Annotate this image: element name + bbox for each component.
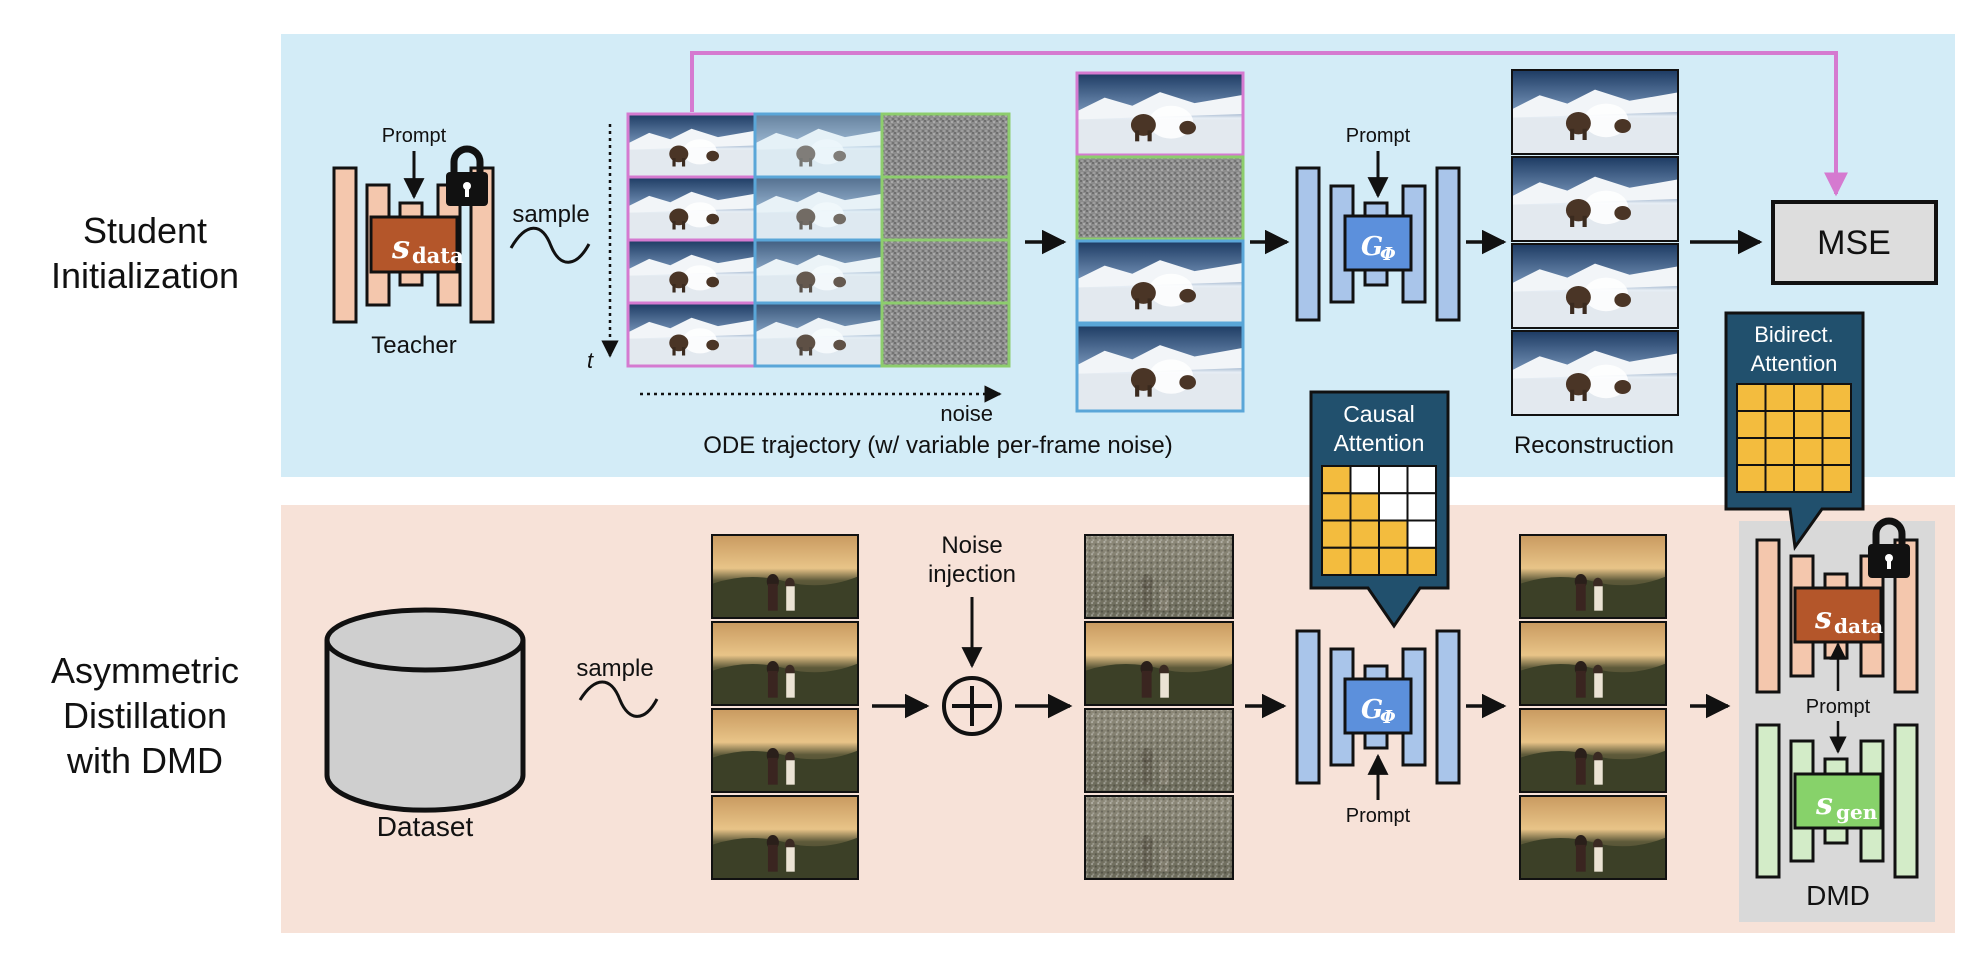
noise-injection-line1: Noise xyxy=(941,532,1002,559)
generator-top-prompt-label: Prompt xyxy=(1346,125,1411,147)
dmd-fake-symbol: s xyxy=(1815,787,1833,822)
lock-icon xyxy=(446,145,488,206)
ode-trajectory-grid xyxy=(626,112,1011,368)
generator-bottom: G Φ xyxy=(1295,629,1461,785)
teacher-model: s data xyxy=(332,166,495,324)
generator-top: G Φ xyxy=(1295,166,1461,322)
mse-label: MSE xyxy=(1817,224,1891,262)
teacher-symbol: s xyxy=(391,228,410,266)
reconstruction-label: Reconstruction xyxy=(1514,432,1674,459)
mixed-noise-frames xyxy=(1075,71,1245,413)
time-axis-label: t xyxy=(587,348,594,373)
generator-top-core xyxy=(1343,214,1413,272)
noise-axis-label: noise xyxy=(940,401,993,426)
section-label-asym-line3: with DMD xyxy=(66,740,223,781)
section-label-asym-line1: Asymmetric xyxy=(51,650,239,691)
dmd-prompt-label: Prompt xyxy=(1806,696,1871,718)
generator-top-sub: Φ xyxy=(1380,244,1396,265)
dmd-real-score-model: s data xyxy=(1755,538,1919,694)
bidirect-attention-line1: Bidirect. xyxy=(1754,322,1833,347)
section-label-student-line1: Student xyxy=(83,210,207,251)
bidirect-attention-mask xyxy=(1736,383,1852,493)
teacher-score-core xyxy=(369,215,459,274)
generator-bottom-sub: Φ xyxy=(1380,707,1396,728)
causal-attention-callout: Causal Attention xyxy=(1309,390,1450,629)
generator-top-symbol: G xyxy=(1361,232,1383,262)
sample-wave-icon xyxy=(509,226,591,264)
causal-attention-line1: Causal xyxy=(1343,401,1415,427)
dmd-fake-core xyxy=(1793,772,1883,830)
generator-bottom-symbol: G xyxy=(1361,695,1383,725)
section-label-student-line2: Initialization xyxy=(51,255,239,296)
ode-trajectory-caption: ODE trajectory (w/ variable per-frame no… xyxy=(703,432,1172,459)
teacher-sample-label: sample xyxy=(512,201,589,228)
generator-bottom-core xyxy=(1343,677,1413,735)
dmd-fake-score-model: s gen xyxy=(1755,723,1919,879)
bidirect-attention-callout: Bidirect. Attention xyxy=(1724,311,1865,551)
dataset-sample-label: sample xyxy=(576,655,653,682)
noisy-video-frames xyxy=(1084,534,1234,880)
teacher-label: Teacher xyxy=(371,332,456,359)
dataset-sample-wave-icon xyxy=(578,680,659,718)
generator-bottom-prompt-label: Prompt xyxy=(1346,805,1411,827)
dmd-real-sub: data xyxy=(1834,614,1883,638)
target-connection-arrow xyxy=(690,51,1848,197)
dataset-label: Dataset xyxy=(377,811,474,842)
noise-injection-line2: injection xyxy=(928,561,1016,588)
add-noise-icon xyxy=(942,676,1002,736)
dmd-lock-icon xyxy=(1868,517,1910,578)
mse-box xyxy=(1771,200,1938,285)
generated-video-frames xyxy=(1519,534,1667,880)
dataset-cylinder-icon xyxy=(324,607,526,813)
dmd-real-core xyxy=(1793,586,1883,644)
causal-attention-line2: Attention xyxy=(1334,430,1425,456)
section-label-asym-line2: Distillation xyxy=(63,695,227,736)
clean-video-frames xyxy=(711,534,859,880)
teacher-sub: data xyxy=(412,243,464,268)
reconstruction-frames xyxy=(1511,69,1679,416)
dmd-label: DMD xyxy=(1806,880,1870,911)
bidirect-attention-line2: Attention xyxy=(1751,351,1838,376)
causal-attention-mask xyxy=(1321,465,1437,576)
dmd-real-symbol: s xyxy=(1814,601,1832,636)
dmd-fake-sub: gen xyxy=(1836,800,1878,824)
teacher-prompt-label: Prompt xyxy=(382,125,447,147)
